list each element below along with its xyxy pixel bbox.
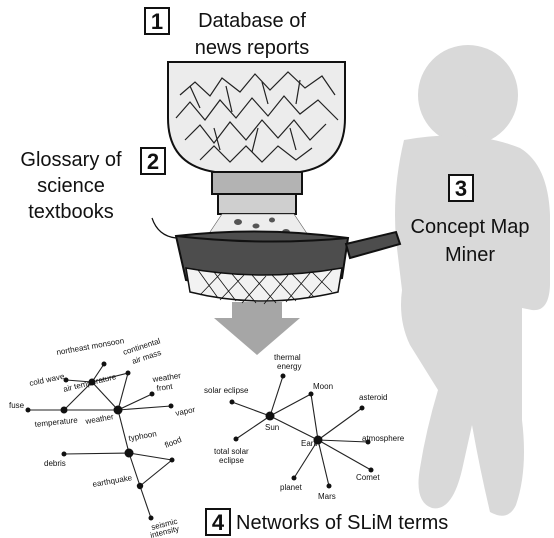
term-typhoon: typhoon bbox=[128, 429, 158, 443]
term-sun: Sun bbox=[265, 423, 279, 432]
person-silhouette bbox=[395, 45, 550, 516]
step-3-label: 3 Concept Map Miner bbox=[411, 174, 530, 266]
term-debris: debris bbox=[44, 459, 66, 468]
step-2-number: 2 bbox=[147, 149, 159, 174]
term-earth: Earth bbox=[301, 439, 320, 448]
step-4-label: 4 Networks of SLiM terms bbox=[205, 508, 448, 536]
term-northeast-monsoon: northeast monsoon bbox=[56, 336, 125, 357]
step-3-line-2: Miner bbox=[445, 244, 495, 266]
news-jar bbox=[167, 61, 346, 215]
term-energy: energy bbox=[277, 362, 301, 371]
term-flood: flood bbox=[163, 435, 182, 450]
step-4-number: 4 bbox=[212, 510, 225, 535]
term-eclipse: eclipse bbox=[219, 456, 244, 465]
network-right: thermal energy solar eclipse Moon astero… bbox=[204, 353, 405, 501]
term-atmosphere: atmosphere bbox=[362, 434, 405, 443]
term-weather: weather bbox=[151, 371, 182, 384]
step-2-line-1: Glossary of bbox=[20, 149, 122, 171]
step-3-number: 3 bbox=[455, 176, 467, 201]
network-left: northeast monsoon continental air mass c… bbox=[9, 336, 196, 538]
term-weather-center: weather bbox=[84, 412, 115, 426]
term-fuse: fuse bbox=[9, 401, 25, 410]
step-1-line-2: news reports bbox=[195, 37, 310, 59]
term-moon: Moon bbox=[313, 382, 333, 391]
step-3-line-1: Concept Map bbox=[411, 216, 530, 238]
term-thermal: thermal bbox=[274, 353, 301, 362]
term-air-temperature: air temperature bbox=[62, 372, 117, 394]
term-comet: Comet bbox=[356, 473, 380, 482]
down-arrow bbox=[214, 302, 300, 355]
term-planet: planet bbox=[280, 483, 303, 492]
term-total-solar: total solar bbox=[214, 447, 249, 456]
step-2-line-3: textbooks bbox=[28, 201, 114, 223]
step-1-number: 1 bbox=[151, 9, 163, 34]
term-temperature: temperature bbox=[34, 415, 78, 429]
step-2-label: 2 Glossary of science textbooks bbox=[20, 147, 166, 223]
term-front: front bbox=[156, 382, 174, 393]
step-1-label: 1 Database of news reports bbox=[144, 7, 310, 59]
step-2-line-2: science bbox=[37, 175, 105, 197]
term-earthquake: earthquake bbox=[92, 473, 134, 489]
term-cold-wave: cold wave bbox=[29, 372, 66, 388]
step-1-line-1: Database of bbox=[198, 10, 306, 32]
crumpled-paper bbox=[175, 71, 339, 163]
step-4-line-1: Networks of SLiM terms bbox=[236, 512, 448, 534]
term-solar-eclipse: solar eclipse bbox=[204, 386, 249, 395]
term-asteroid: asteroid bbox=[359, 393, 387, 402]
term-mars: Mars bbox=[318, 492, 336, 501]
term-vapor: vapor bbox=[175, 405, 197, 418]
sieve-pan bbox=[151, 217, 402, 305]
